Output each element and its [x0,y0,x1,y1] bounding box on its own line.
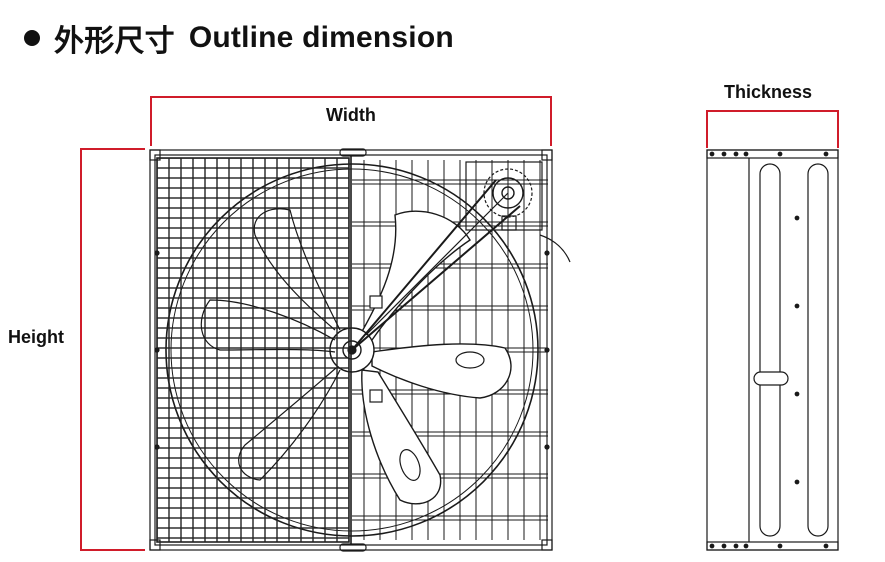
section-title: 外形尺寸 Outline dimension [24,16,454,60]
height-dimension-line [80,148,145,551]
height-label: Height [8,327,64,347]
width-dimension-line [150,96,552,146]
bullet-icon [24,30,40,46]
thickness-label: Thickness [724,82,813,102]
title-chinese: 外形尺寸 [54,25,175,58]
width-label: Width [326,105,376,125]
title-english: Outline dimension [188,21,454,54]
fan-front-view [149,148,571,552]
fan-side-view [706,149,839,551]
thickness-dimension-line [706,110,839,148]
